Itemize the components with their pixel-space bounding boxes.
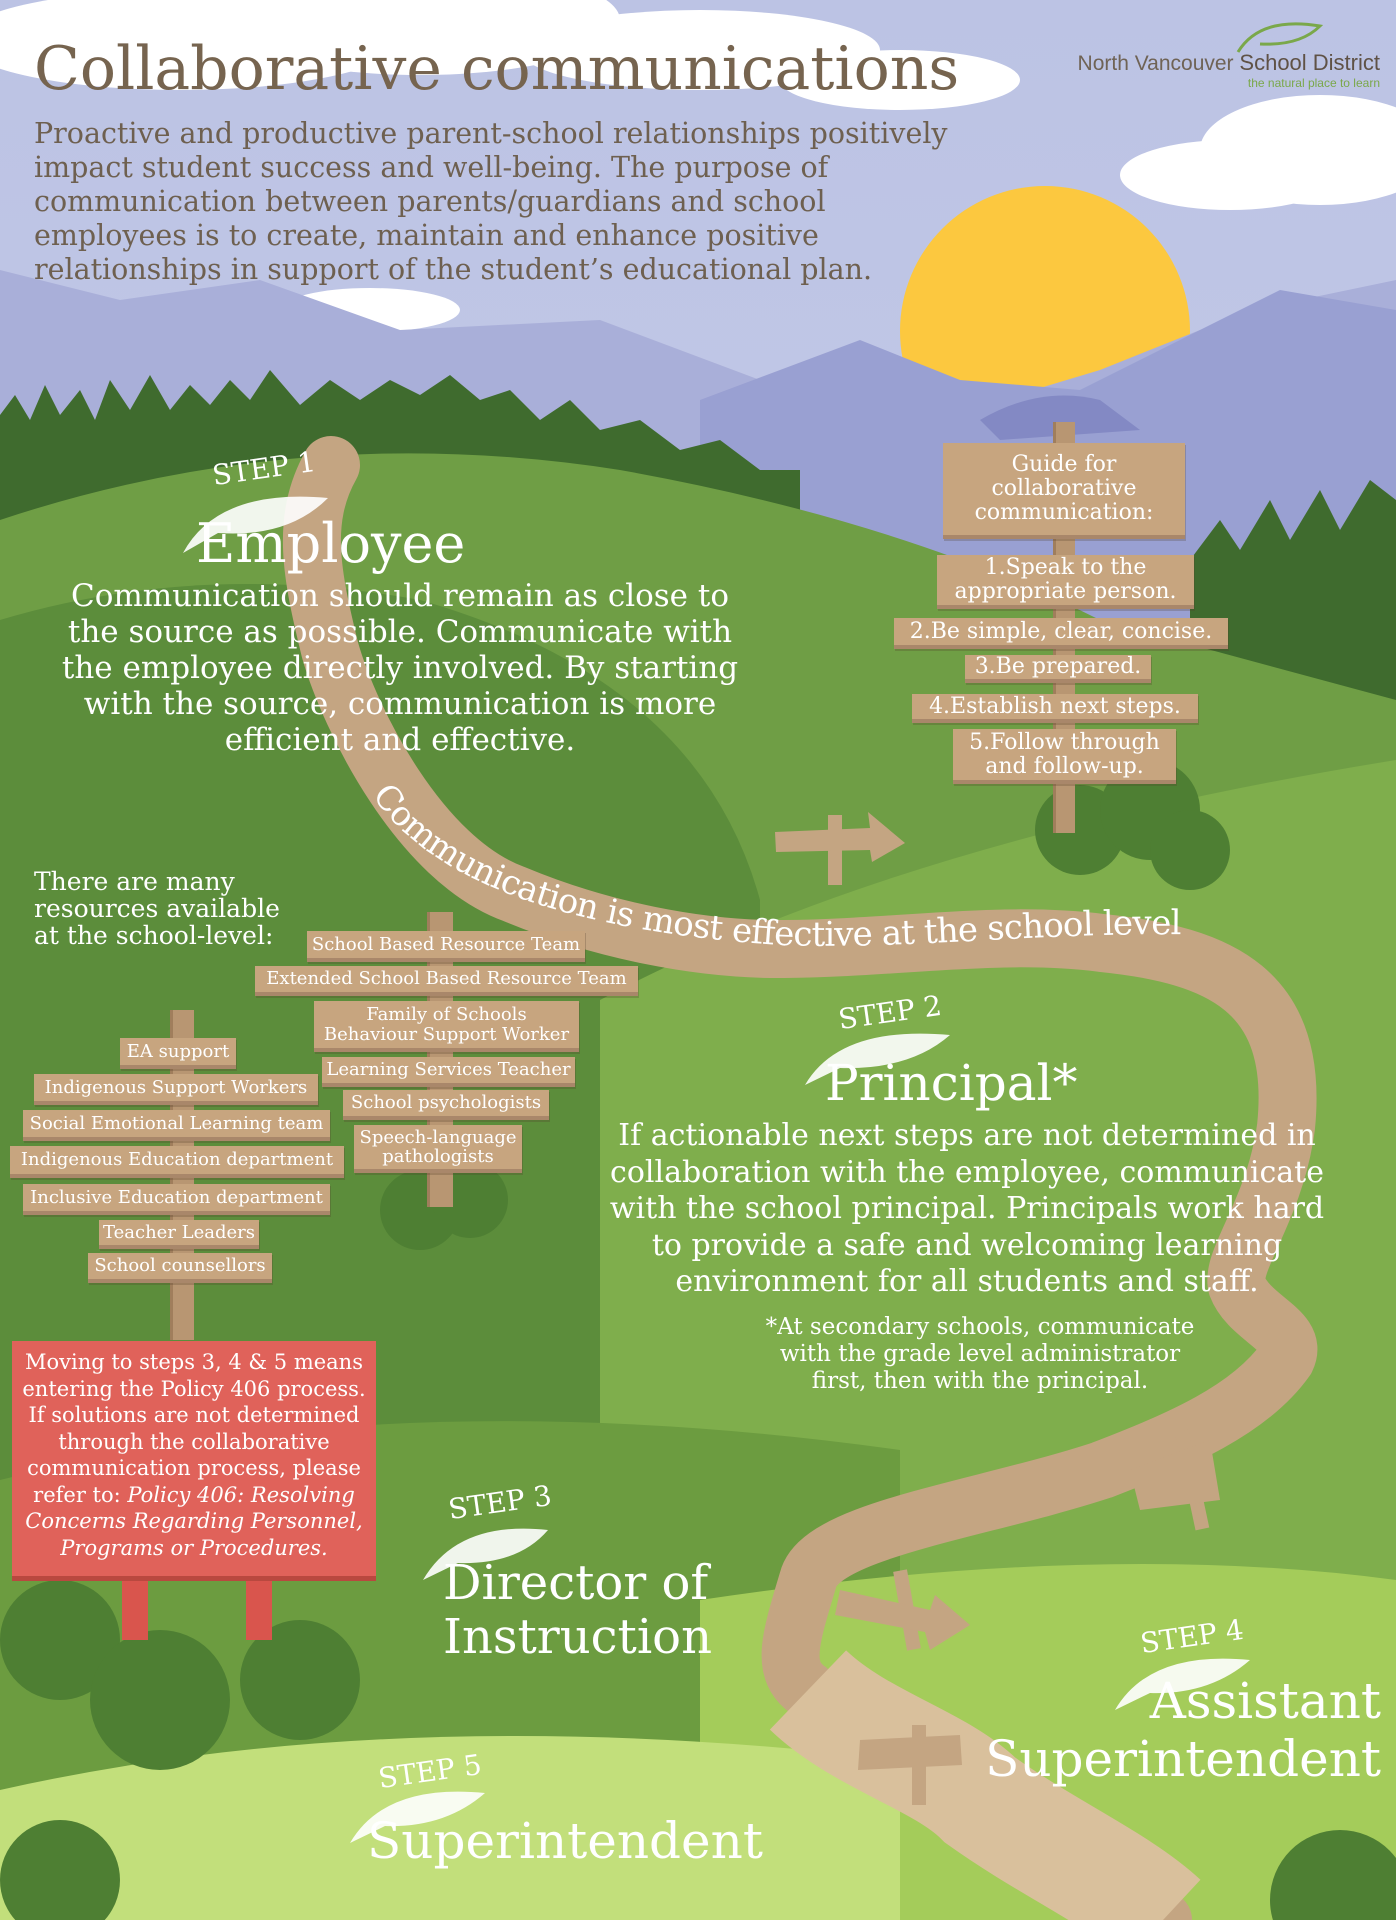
text-line: to provide a safe and welcoming learning [651, 1227, 1283, 1263]
text-line: through the collaborative [58, 1429, 330, 1454]
text-line: refer to: [33, 1482, 121, 1507]
bushes [0, 760, 1396, 1920]
step2-footnote: *At secondary schools, communicate with … [730, 1314, 1230, 1395]
resource-sign: EA support [120, 1038, 236, 1069]
logo-tagline: the natural place to learn [1247, 76, 1380, 90]
sign-post [122, 1570, 148, 1640]
resource-sign: Social Emotional Learning team [23, 1110, 330, 1141]
resource-sign: Teacher Leaders [99, 1220, 259, 1249]
district-logo: North Vancouver School District the natu… [1040, 14, 1390, 94]
guide-item-3: 3.Be prepared. [965, 655, 1151, 683]
text-line: If actionable next steps are not determi… [618, 1118, 1316, 1153]
text-line: environment for all students and staff. [675, 1264, 1259, 1299]
resource-sign: Indigenous Education department [10, 1146, 344, 1178]
text-line: first, then with the principal. [811, 1368, 1149, 1394]
clouds [0, 0, 1396, 332]
text-line: with the source, communication is more [83, 686, 717, 722]
leaf-icon [805, 1033, 950, 1085]
text-line: Behaviour Support Worker [323, 1023, 570, 1045]
intro-line: Proactive and productive parent-school r… [34, 117, 948, 150]
text-line: If solutions are not determined [28, 1403, 360, 1427]
text-line: with the grade level administrator [779, 1341, 1181, 1367]
text-line: resources available [34, 894, 280, 923]
text-line: *At secondary schools, communicate [765, 1314, 1195, 1340]
resource-sign: Extended School Based Resource Team [255, 966, 638, 996]
text-line: with the school principal. Principals wo… [609, 1191, 1325, 1226]
text-line: communication: [974, 500, 1154, 525]
arrow-signs [775, 812, 1220, 1805]
logo-name-part1: North Vancouver [1077, 52, 1234, 75]
leaf-icon [423, 1528, 548, 1580]
step2-description: If actionable next steps are not determi… [577, 1118, 1357, 1301]
text-line: efficient and effective. [224, 722, 576, 758]
text-line: Communication should remain as close to [70, 578, 730, 614]
text-line: at the school-level: [34, 921, 274, 950]
resource-sign: School psychologists [343, 1090, 549, 1120]
text-line: 1.Speak to the [984, 555, 1147, 580]
text-line: and follow-up. [985, 753, 1144, 779]
leaf-icon [183, 496, 328, 553]
step5-title: Superintendent [367, 1812, 763, 1870]
text-line: Superintendent [985, 1730, 1381, 1788]
text-line: Guide for [1011, 452, 1117, 477]
guide-item-4: 4.Establish next steps. [912, 694, 1198, 723]
step3-title: Director of Instruction [443, 1556, 712, 1664]
guide-item-2: 2.Be simple, clear, concise. [894, 618, 1228, 649]
sign-post [246, 1570, 272, 1640]
text-line: the source as possible. Communicate with [67, 614, 733, 650]
resource-sign: Indigenous Support Workers [34, 1074, 318, 1105]
leaf-icon [350, 1791, 485, 1843]
intro-line: communication between parents/guardians … [34, 185, 826, 218]
intro-paragraph: Proactive and productive parent-school r… [34, 117, 1094, 287]
intro-line: relationships in support of the student’… [34, 253, 873, 286]
step1-description: Communication should remain as close to … [40, 578, 760, 758]
text-line: the employee directly involved. By start… [61, 650, 739, 686]
leaf-icon [1115, 1658, 1250, 1710]
text-line: pathologists [382, 1146, 494, 1167]
intro-line: employees is to create, maintain and enh… [34, 219, 819, 252]
text-line: appropriate person. [954, 579, 1177, 604]
text-line: collaborative [991, 476, 1137, 501]
text-line: Moving to steps 3, 4 & 5 means [25, 1350, 363, 1374]
text-line: communication process, please [27, 1456, 361, 1480]
text-line: Assistant [1149, 1672, 1381, 1730]
leaf-logo-icon [1236, 22, 1324, 53]
intro-line: impact student success and well-being. T… [34, 151, 829, 184]
logo-name-part2: School District [1239, 50, 1380, 75]
text-line: Family of Schools [366, 1003, 527, 1025]
resource-sign: Inclusive Education department [23, 1184, 330, 1215]
text-line: There are many [34, 867, 235, 896]
step4-title: Assistant Superintendent [985, 1672, 1381, 1788]
text-line: Concerns Regarding Personnel, [25, 1509, 363, 1533]
text-line: 5.Follow through [969, 729, 1160, 755]
text-line: Programs or Procedures. [60, 1535, 328, 1560]
resources-intro: There are many resources available at th… [34, 868, 280, 949]
text-line: Instruction [443, 1609, 712, 1665]
policy-406-link[interactable]: Policy 406: Resolving [127, 1482, 355, 1507]
resource-sign: School counsellors [88, 1253, 272, 1283]
resource-sign: School Based Resource Team [307, 931, 585, 962]
text-line: entering the Policy 406 process. [22, 1376, 366, 1401]
step1-title: Employee [196, 512, 466, 575]
text-line: Speech-language [359, 1127, 517, 1148]
text-line: Director of [443, 1555, 709, 1611]
resource-sign: Learning Services Teacher [322, 1057, 575, 1087]
text-line: collaboration with the employee, communi… [610, 1154, 1324, 1190]
policy-406-sign: Moving to steps 3, 4 & 5 means entering … [12, 1341, 376, 1581]
path [282, 436, 1318, 1920]
step2-title: Principal* [825, 1054, 1078, 1112]
page-title: Collaborative communications [34, 34, 960, 104]
